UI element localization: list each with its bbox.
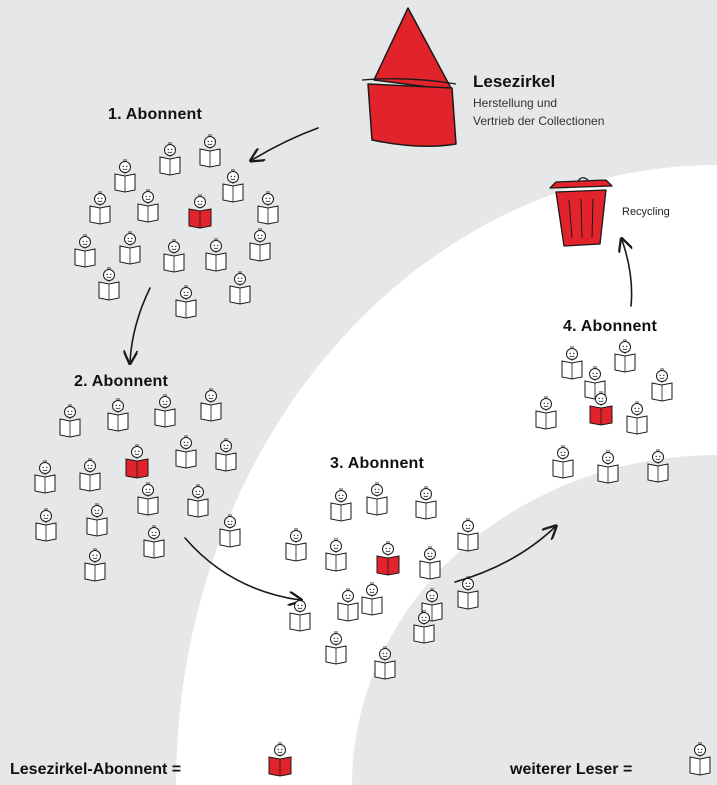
arrow-1-to-2	[130, 287, 151, 362]
legend-reader-label: weiterer Leser =	[510, 761, 633, 778]
reader-white-book-icon	[457, 517, 479, 552]
recycling-label: Recycling	[622, 206, 670, 218]
subscriber-red-book-icon	[376, 540, 400, 576]
company-desc-line1: Herstellung und	[473, 96, 558, 110]
company-desc-line2: Vertrieb der Collectionen	[473, 114, 605, 128]
arrow-2-to-3	[184, 537, 300, 600]
reader-white-book-icon	[285, 527, 307, 562]
legend-subscriber-label: Lesezirkel-Abonnent =	[10, 761, 182, 778]
stage-3-label: 3. Abonnent	[330, 455, 425, 472]
reader-white-book-icon	[325, 537, 347, 572]
reader-white-book-icon	[647, 448, 669, 483]
reader-white-book-icon	[289, 597, 311, 632]
stage-2-label: 2. Abonnent	[74, 373, 169, 390]
reader-white-book-icon	[626, 400, 648, 435]
reader-white-book-icon	[366, 481, 388, 516]
recycling-bin-icon	[549, 177, 613, 247]
stage-4-label: 4. Abonnent	[563, 318, 658, 335]
reader-white-book-icon	[535, 395, 557, 430]
reader-white-book-icon	[419, 545, 441, 580]
reader-white-book-icon	[325, 630, 347, 665]
background-band-inner	[352, 455, 717, 785]
reader-white-book-icon	[552, 444, 574, 479]
house-icon	[361, 7, 457, 147]
reader-white-book-icon	[415, 485, 437, 520]
arrow-company-to-1	[252, 127, 319, 160]
legend-subscriber-icon	[268, 741, 292, 777]
stage-1-label: 1. Abonnent	[108, 106, 203, 123]
reader-white-book-icon	[337, 587, 359, 622]
reader-white-book-icon	[597, 449, 619, 484]
reader-white-book-icon	[651, 367, 673, 402]
arrow-4-to-recycling	[622, 240, 632, 307]
reader-white-book-icon	[561, 345, 583, 380]
reader-white-book-icon	[614, 338, 636, 373]
company-name: Lesezirkel	[473, 72, 556, 91]
reader-white-book-icon	[361, 581, 383, 616]
reader-white-book-icon	[330, 487, 352, 522]
